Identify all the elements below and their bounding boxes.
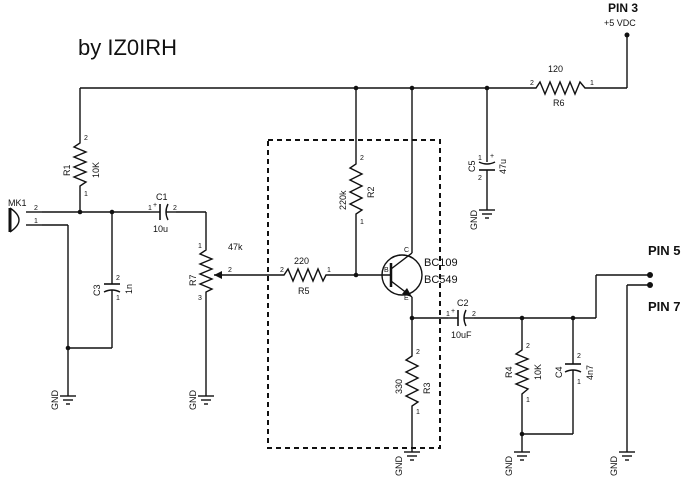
gnd-pot: GND bbox=[188, 390, 214, 411]
output-pins: PIN 5 PIN 7 bbox=[647, 243, 681, 314]
author-credit: by IZ0IRH bbox=[78, 35, 177, 60]
r7-value: 47k bbox=[228, 242, 243, 252]
gnd-label: GND bbox=[504, 456, 514, 477]
gnd-label: GND bbox=[50, 390, 60, 411]
pin3-label: PIN 3 bbox=[608, 1, 638, 15]
r1-pin2: 2 bbox=[84, 135, 88, 142]
gnd-c5: GND bbox=[469, 209, 495, 231]
resistor-r6: 120 R6 2 1 bbox=[530, 64, 594, 108]
r5-pin1: 1 bbox=[327, 267, 331, 274]
microphone-mk1: MK1 2 1 bbox=[8, 198, 42, 233]
c1-plus: + bbox=[153, 202, 157, 209]
wires bbox=[42, 35, 650, 452]
transistor-emitter-label: E bbox=[404, 295, 409, 302]
transistor-collector-label: C bbox=[404, 247, 409, 254]
r5-pin2: 2 bbox=[280, 267, 284, 274]
r4-pin1: 1 bbox=[526, 397, 530, 404]
c3-pin2: 2 bbox=[116, 275, 120, 282]
c4-ref: C4 bbox=[554, 366, 564, 378]
c5-value: 47u bbox=[498, 159, 508, 174]
dashed-enclosure bbox=[267, 139, 441, 449]
gnd-emitter: GND bbox=[394, 451, 420, 477]
r3-pin2: 2 bbox=[416, 349, 420, 356]
c3-ref: C3 bbox=[92, 284, 102, 296]
c3-pin1: 1 bbox=[116, 295, 120, 302]
r6-ref: R6 bbox=[553, 98, 565, 108]
gnd-output-network: GND bbox=[504, 451, 530, 477]
r2-pin1: 1 bbox=[360, 219, 364, 226]
r7-ref: R7 bbox=[188, 274, 198, 286]
gnd-pin7: GND bbox=[609, 451, 635, 477]
transistor-q1: B C E BC109 BC549 bbox=[381, 247, 458, 302]
r5-ref: R5 bbox=[298, 286, 310, 296]
r2-ref: R2 bbox=[366, 186, 376, 198]
r4-value: 10K bbox=[533, 364, 543, 380]
c5-pin2: 2 bbox=[478, 175, 482, 182]
r4-ref: R4 bbox=[504, 366, 514, 378]
mic-ref: MK1 bbox=[8, 198, 27, 208]
r7-pin1: 1 bbox=[198, 243, 202, 250]
r7-pin2: 2 bbox=[228, 267, 232, 274]
mic-pin2: 2 bbox=[34, 205, 38, 212]
r3-value: 330 bbox=[394, 379, 404, 394]
r2-value: 220k bbox=[338, 190, 348, 210]
resistor-r5: 220 R5 2 1 bbox=[280, 256, 331, 296]
capacitor-c5: + C5 47u 1 2 bbox=[467, 148, 508, 182]
resistor-r2: 220k R2 2 1 bbox=[338, 155, 376, 226]
c1-value: 10u bbox=[153, 224, 168, 234]
c2-value: 10uF bbox=[451, 330, 472, 340]
c4-pin2: 2 bbox=[577, 353, 581, 360]
c1-ref: C1 bbox=[156, 192, 168, 202]
gnd-label: GND bbox=[188, 390, 198, 411]
r6-value: 120 bbox=[548, 64, 563, 74]
c2-ref: C2 bbox=[457, 298, 469, 308]
resistor-r4: R4 10K 2 1 bbox=[504, 343, 543, 404]
r7-pin3: 3 bbox=[198, 295, 202, 302]
capacitor-c2: + C2 10uF 1 2 bbox=[446, 298, 476, 340]
c2-plus: + bbox=[451, 308, 455, 315]
c1-pin1: 1 bbox=[148, 205, 152, 212]
gnd-label: GND bbox=[469, 210, 479, 231]
supply-voltage-label: +5 VDC bbox=[604, 18, 636, 28]
r1-pin1: 1 bbox=[84, 191, 88, 198]
c5-pin1: 1 bbox=[478, 155, 482, 162]
c5-plus: + bbox=[490, 153, 494, 160]
transistor-base-label: B bbox=[384, 267, 389, 274]
junctions bbox=[65, 85, 576, 437]
r3-pin1: 1 bbox=[416, 409, 420, 416]
potentiometer-r7: R7 47k 1 2 3 bbox=[188, 242, 243, 302]
c4-pin1: 1 bbox=[577, 379, 581, 386]
gnd-label: GND bbox=[394, 456, 404, 477]
r3-ref: R3 bbox=[422, 382, 432, 394]
r4-pin2: 2 bbox=[526, 343, 530, 350]
c2-pin2: 2 bbox=[472, 311, 476, 318]
r1-ref: R1 bbox=[62, 164, 72, 176]
mic-pin1: 1 bbox=[34, 218, 38, 225]
gnd-label: GND bbox=[609, 456, 619, 477]
capacitor-c3: C3 1n 2 1 bbox=[92, 270, 134, 304]
capacitor-c4: C4 4n7 2 1 bbox=[554, 350, 595, 386]
c2-pin1: 1 bbox=[446, 311, 450, 318]
resistor-r3: 330 R3 2 1 bbox=[394, 349, 432, 416]
resistor-r1: R1 10K 2 1 bbox=[62, 135, 101, 198]
r1-value: 10K bbox=[91, 162, 101, 178]
pin7-label: PIN 7 bbox=[648, 299, 681, 314]
transistor-type-2: BC549 bbox=[424, 274, 458, 286]
capacitor-c1: + C1 10u 1 2 bbox=[148, 192, 177, 234]
r5-value: 220 bbox=[294, 256, 309, 266]
c1-pin2: 2 bbox=[173, 205, 177, 212]
gnd-mic: GND bbox=[50, 390, 76, 411]
pin5-label: PIN 5 bbox=[648, 243, 681, 258]
c4-value: 4n7 bbox=[585, 365, 595, 380]
c5-ref: C5 bbox=[467, 160, 477, 172]
r2-pin2: 2 bbox=[360, 155, 364, 162]
c3-value: 1n bbox=[124, 284, 134, 294]
r6-pin1: 1 bbox=[590, 80, 594, 87]
r6-pin2: 2 bbox=[530, 80, 534, 87]
transistor-type-1: BC109 bbox=[424, 257, 458, 269]
